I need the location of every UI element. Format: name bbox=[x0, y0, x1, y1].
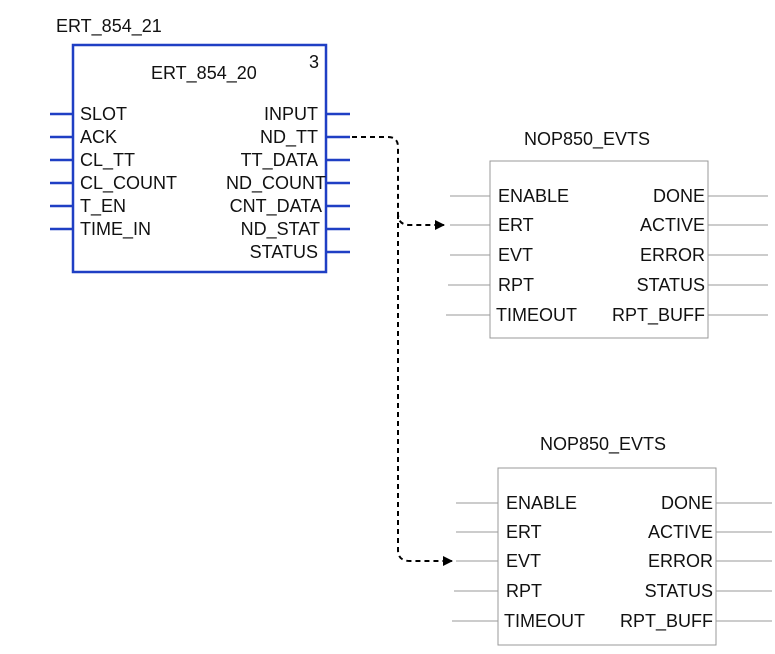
nop1-type-name: NOP850_EVTS bbox=[524, 129, 650, 150]
nop1-output-label-status: STATUS bbox=[637, 275, 705, 295]
ert-output-label-cnt-data: CNT_DATA bbox=[230, 196, 322, 217]
ert-input-label-time-in: TIME_IN bbox=[80, 219, 151, 240]
nop2-input-label-timeout: TIMEOUT bbox=[504, 611, 585, 631]
nop2-input-label-rpt: RPT bbox=[506, 581, 542, 601]
connection-nd-tt-to-nop2-evt[interactable] bbox=[397, 214, 453, 566]
ert-block[interactable]: ERT_854_21 ERT_854_20 3 SLOT ACK CL_TT C… bbox=[50, 16, 350, 274]
nop2-type-name: NOP850_EVTS bbox=[540, 434, 666, 455]
ert-input-label-t-en: T_EN bbox=[80, 196, 126, 217]
ert-input-label-cl-tt: CL_TT bbox=[80, 150, 135, 171]
nop2-output-label-rpt-buff: RPT_BUFF bbox=[620, 611, 713, 632]
nop1-block-body[interactable] bbox=[489, 160, 709, 339]
ert-output-label-input: INPUT bbox=[264, 104, 318, 124]
ert-output-label-tt-data: TT_DATA bbox=[241, 150, 318, 171]
nop1-output-label-active: ACTIVE bbox=[640, 215, 705, 235]
ert-output-label-nd-count: ND_COUNT bbox=[226, 173, 326, 194]
ert-input-label-ack: ACK bbox=[80, 127, 117, 147]
nop2-block-body[interactable] bbox=[497, 467, 717, 646]
nop2-output-label-active: ACTIVE bbox=[648, 522, 713, 542]
nop2-output-label-status: STATUS bbox=[645, 581, 713, 601]
nop1-output-label-rpt-buff: RPT_BUFF bbox=[612, 305, 705, 326]
nop850-evts-block-2[interactable]: NOP850_EVTS ENABLE ERT EVT RPT TIMEOUT D… bbox=[452, 434, 772, 646]
nop1-input-label-evt: EVT bbox=[498, 245, 533, 265]
nop2-output-label-done: DONE bbox=[661, 493, 713, 513]
ert-output-label-nd-stat: ND_STAT bbox=[241, 219, 320, 240]
ert-output-label-nd-tt: ND_TT bbox=[260, 127, 318, 148]
nop1-input-label-rpt: RPT bbox=[498, 275, 534, 295]
nop2-input-label-enable: ENABLE bbox=[506, 493, 577, 513]
nop1-input-label-timeout: TIMEOUT bbox=[496, 305, 577, 325]
ert-input-label-cl-count: CL_COUNT bbox=[80, 173, 177, 194]
nop1-output-label-done: DONE bbox=[653, 186, 705, 206]
ert-output-label-status: STATUS bbox=[250, 242, 318, 262]
nop1-output-label-error: ERROR bbox=[640, 245, 705, 265]
ert-type-name: ERT_854_20 bbox=[151, 63, 257, 84]
nop2-input-label-evt: EVT bbox=[506, 551, 541, 571]
nop1-input-label-ert: ERT bbox=[498, 215, 534, 235]
ert-instance-name: ERT_854_21 bbox=[56, 16, 162, 37]
ert-block-body[interactable] bbox=[71, 43, 328, 274]
connection-nd-tt-to-nop1-ert[interactable] bbox=[352, 136, 445, 230]
nop1-input-label-enable: ENABLE bbox=[498, 186, 569, 206]
ert-execution-order: 3 bbox=[309, 52, 319, 72]
nop2-output-label-error: ERROR bbox=[648, 551, 713, 571]
ert-input-label-slot: SLOT bbox=[80, 104, 127, 124]
nop850-evts-block-1[interactable]: NOP850_EVTS ENABLE ERT EVT RPT TIMEOUT D… bbox=[446, 129, 768, 339]
nop2-input-label-ert: ERT bbox=[506, 522, 542, 542]
